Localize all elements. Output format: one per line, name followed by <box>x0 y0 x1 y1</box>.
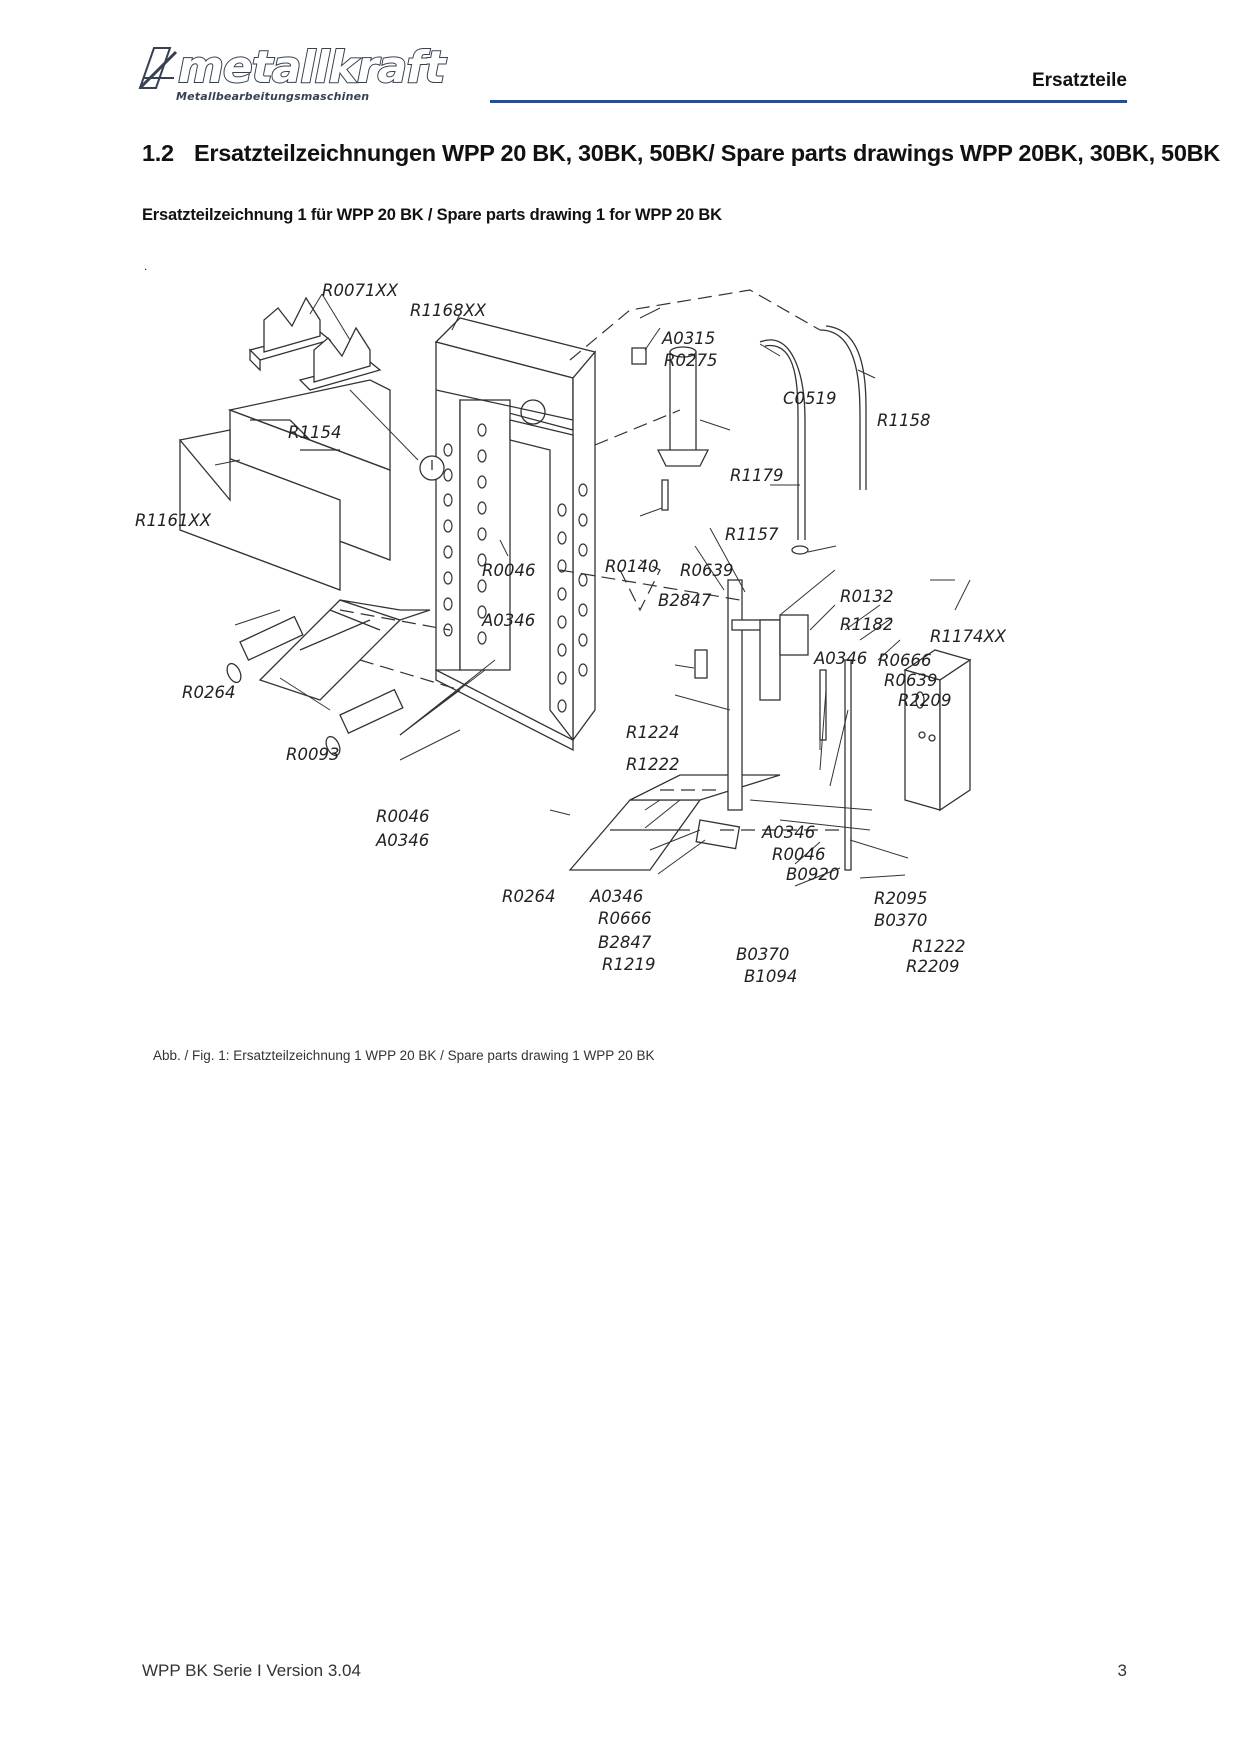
foot-right-part <box>568 774 781 871</box>
header-section-title: Ersatzteile <box>1031 70 1127 91</box>
label-c0519: C0519 <box>783 389 837 408</box>
brand-tagline: Metallbearbeitungsmaschinen <box>176 90 370 103</box>
label-a0346-c: A0346 <box>375 831 429 850</box>
label-r0071xx: R0071XX <box>322 281 399 300</box>
label-a0346-e: A0346 <box>589 887 643 906</box>
pressure-gauge-part <box>419 455 445 481</box>
leader-lines <box>214 293 971 887</box>
footer-version: WPP BK Serie I Version 3.04 <box>142 1661 361 1680</box>
label-b0920: B0920 <box>786 865 839 884</box>
label-r1158: R1158 <box>877 411 930 430</box>
assembly-lines <box>339 289 840 831</box>
label-a0346-a: A0346 <box>481 611 535 630</box>
section-heading: 1.2 Ersatzteilzeichnungen WPP 20 BK, 30BK… <box>142 140 1220 167</box>
section-number: 1.2 <box>142 140 174 166</box>
drawing-subheading: Ersatzteilzeichnung 1 für WPP 20 BK / Sp… <box>142 206 722 224</box>
foot-left-part <box>258 599 431 701</box>
stray-mark: . <box>144 259 148 273</box>
press-frame <box>434 317 597 752</box>
label-b0370-b: B0370 <box>736 945 789 964</box>
label-a0346-d: A0346 <box>761 823 815 842</box>
label-r0666-b: R0666 <box>598 909 651 928</box>
label-r1224: R1224 <box>626 723 679 742</box>
brand-logo: metallkraft Metallbearbeitungsmaschinen <box>138 41 470 106</box>
label-r2209-a: R2209 <box>898 691 951 710</box>
section-title: Ersatzteilzeichnungen WPP 20 BK, 30BK, 5… <box>194 140 1220 166</box>
brand-name: metallkraft <box>177 41 446 94</box>
pin-parts <box>226 615 404 757</box>
label-r0666-a: R0666 <box>878 651 931 670</box>
figure-caption: Abb. / Fig. 1: Ersatzteilzeichnung 1 WPP… <box>153 1048 655 1063</box>
label-r2095: R2095 <box>874 889 927 908</box>
hydraulic-cylinder-part <box>631 346 710 511</box>
label-r0140: R0140 <box>605 557 658 576</box>
label-b1094: B1094 <box>744 967 797 986</box>
label-r0264-a: R0264 <box>182 683 235 702</box>
label-b2847-a: B2847 <box>658 591 712 610</box>
label-r1154: R1154 <box>288 423 341 442</box>
label-b2847-b: B2847 <box>598 933 652 952</box>
label-a0315: A0315 <box>661 329 715 348</box>
spare-parts-drawing: R0071XX R1168XX A0315 R0275 C0519 R1158 … <box>135 270 1120 1010</box>
label-r0046-c: R0046 <box>772 845 825 864</box>
header-rule <box>490 100 1127 103</box>
label-r0046-b: R0046 <box>376 807 429 826</box>
label-r1179: R1179 <box>730 466 783 485</box>
hose-parts <box>759 325 867 555</box>
label-r1219: R1219 <box>602 955 655 974</box>
label-r0639-b: R0639 <box>884 671 937 690</box>
exploded-view-diagram: R0071XX R1168XX A0315 R0275 C0519 R1158 … <box>135 281 1007 986</box>
page-number: 3 <box>1117 1661 1127 1680</box>
label-r1174xx: R1174XX <box>930 627 1007 646</box>
label-a0346-b: A0346 <box>813 649 867 668</box>
part-labels: R0071XX R1168XX A0315 R0275 C0519 R1158 … <box>135 281 1007 986</box>
logo-mark-icon <box>138 47 178 90</box>
label-r0264-b: R0264 <box>502 887 555 906</box>
label-r0275: R0275 <box>664 351 717 370</box>
label-r1161xx: R1161XX <box>135 511 212 530</box>
label-b0370-a: B0370 <box>874 911 927 930</box>
label-r0132: R0132 <box>840 587 893 606</box>
label-r1157: R1157 <box>725 525 779 544</box>
bracket-part <box>178 379 391 591</box>
label-r1222-b: R1222 <box>912 937 965 956</box>
label-r1222-a: R1222 <box>626 755 679 774</box>
label-r1168xx: R1168XX <box>410 301 487 320</box>
label-r2209-b: R2209 <box>906 957 959 976</box>
pump-assembly-part <box>694 579 852 871</box>
label-r0639-a: R0639 <box>680 561 733 580</box>
v-block-parts <box>248 296 382 391</box>
label-r0093: R0093 <box>286 745 339 764</box>
label-r1182: R1182 <box>840 615 893 634</box>
label-r0046-a: R0046 <box>482 561 535 580</box>
oil-tank-part <box>903 649 972 812</box>
